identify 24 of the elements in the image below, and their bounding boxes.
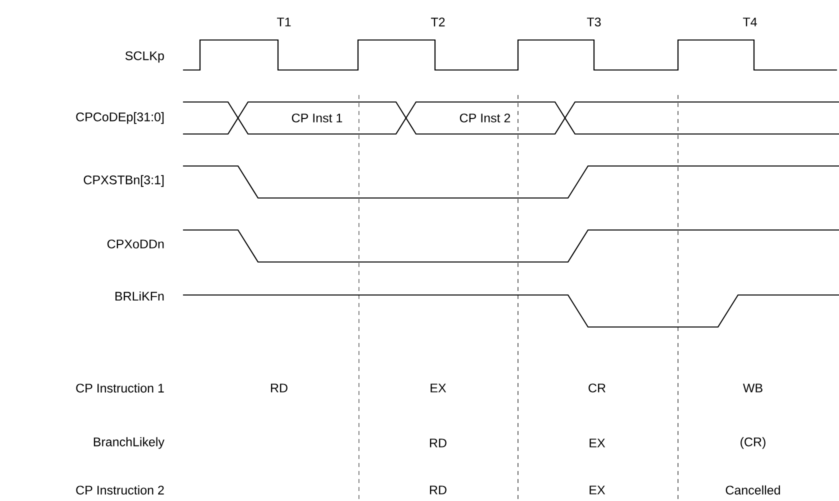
stage-label: RD	[428, 438, 448, 448]
signal-name: BRLiKFn	[113, 290, 166, 302]
stage-label: EX	[588, 438, 606, 448]
signal-name: CPXSTBn[3:1]	[82, 174, 166, 188]
clock-label: T4	[742, 16, 758, 28]
signal-name: CPCoDEp[31:0]	[74, 111, 166, 125]
signal-name: SCLKp	[124, 50, 166, 64]
stage-label: EX	[588, 484, 606, 496]
signal-name: CPXoDDn	[106, 238, 166, 250]
row-label: BranchLikely	[92, 436, 166, 450]
stage-label: RD	[428, 484, 448, 496]
stage-label: RD	[268, 382, 290, 394]
stage-label: Cancelled	[724, 484, 782, 496]
stage-label: WB	[742, 382, 764, 394]
clock-label: T3	[586, 16, 602, 28]
row-label: CP Instruction 1	[74, 382, 166, 394]
stage-label: CR	[586, 382, 608, 394]
clock-label: T2	[430, 16, 446, 28]
stage-label: (CR)	[738, 436, 768, 450]
bus-value: CP Inst 1	[290, 112, 344, 124]
row-label: CP Instruction 2	[74, 484, 166, 496]
clock-label: T1	[276, 16, 292, 28]
stage-label: EX	[428, 382, 448, 394]
bus-value: CP Inst 2	[458, 112, 512, 124]
